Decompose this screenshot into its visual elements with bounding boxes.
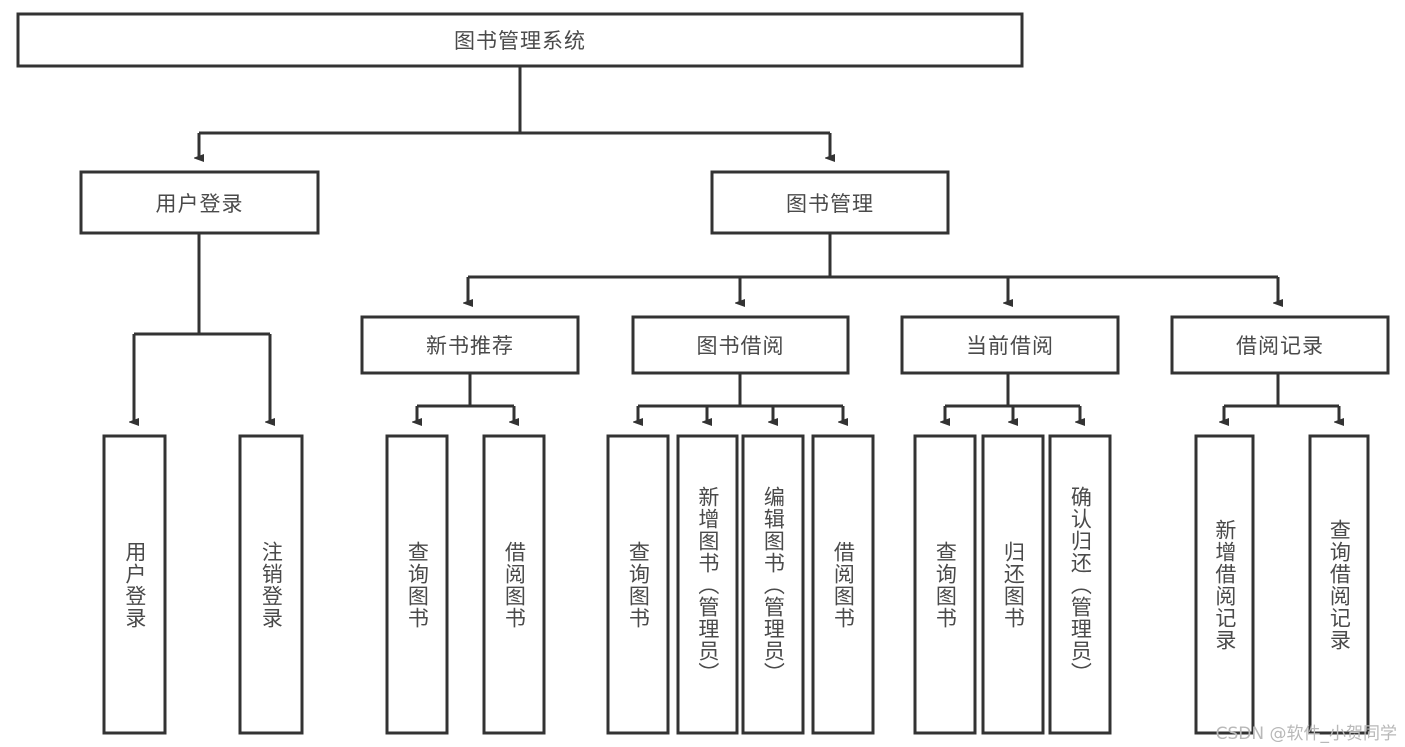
leaf-box-logout[interactable] <box>238 434 304 735</box>
node-box-book-borrow[interactable] <box>631 315 850 375</box>
leaf-label-query-book-1: 查询图书 <box>405 540 430 629</box>
node-box-new-book-recommend[interactable] <box>360 315 580 375</box>
node-box-current-borrow[interactable] <box>900 315 1120 375</box>
leaf-box-add-book-admin[interactable] <box>676 434 739 735</box>
leaf-box-return-book[interactable] <box>981 434 1045 735</box>
leaf-label-confirm-return-admin: 确认归还（管理员） <box>1068 485 1093 684</box>
leaf-box-borrow-book-1[interactable] <box>482 434 546 735</box>
root-label: 图书管理系统 <box>454 29 586 53</box>
node-label-user-login: 用户登录 <box>155 191 244 216</box>
leaf-box-query-book-2[interactable] <box>606 434 670 735</box>
leaf-label-edit-book-admin: 编辑图书（管理员） <box>761 485 786 684</box>
leaf-box-query-book-3[interactable] <box>913 434 977 735</box>
leaf-box-borrow-book-2[interactable] <box>811 434 875 735</box>
leaf-label-logout: 注销登录 <box>259 540 284 629</box>
leaf-label-add-borrow-record: 新增借阅记录 <box>1212 518 1237 651</box>
leaf-label-query-book-3: 查询图书 <box>933 540 958 629</box>
leaf-box-confirm-return-admin[interactable] <box>1048 434 1112 735</box>
leaf-box-query-borrow-record[interactable] <box>1308 434 1370 735</box>
node-box-root[interactable] <box>16 12 1024 68</box>
leaf-label-borrow-book-2: 借阅图书 <box>831 540 856 629</box>
leaf-box-add-borrow-record[interactable] <box>1194 434 1255 735</box>
leaf-label-user-login: 用户登录 <box>122 540 147 629</box>
leaf-box-query-book-1[interactable] <box>385 434 449 735</box>
leaf-label-return-book: 归还图书 <box>1001 540 1026 629</box>
node-box-borrow-record[interactable] <box>1170 315 1390 375</box>
leaf-label-query-book-2: 查询图书 <box>626 540 651 629</box>
leaf-label-borrow-book-1: 借阅图书 <box>502 540 527 629</box>
leaf-label-query-borrow-record: 查询借阅记录 <box>1327 518 1352 651</box>
node-label-book-management: 图书管理 <box>786 191 874 216</box>
leaf-box-user-login[interactable] <box>102 434 167 735</box>
node-label-borrow-record: 借阅记录 <box>1236 334 1324 358</box>
node-label-current-borrow: 当前借阅 <box>966 334 1054 358</box>
leaf-label-add-book-admin: 新增图书（管理员） <box>695 485 720 684</box>
node-box-book-management[interactable] <box>710 170 950 235</box>
node-label-book-borrow: 图书借阅 <box>696 334 785 358</box>
node-label-new-book-recommend: 新书推荐 <box>426 334 514 358</box>
leaf-box-edit-book-admin[interactable] <box>741 434 805 735</box>
